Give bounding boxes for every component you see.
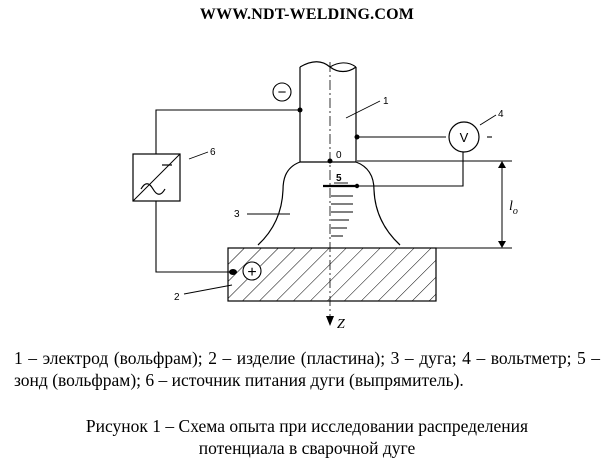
electrode-connection — [297, 107, 303, 113]
minus-polarity-icon — [272, 82, 292, 102]
distance-label: lo — [509, 199, 518, 217]
label-probe: 5 — [336, 173, 342, 184]
svg-text:+: + — [247, 264, 256, 281]
zero-point-dot — [327, 158, 333, 164]
label-electrode: 1 — [383, 96, 389, 107]
probe-connection — [354, 183, 360, 189]
label-arc: 3 — [234, 209, 240, 220]
ac-symbol-icon — [140, 183, 166, 195]
caption-line-1: Рисунок 1 – Схема опыта при исследовании… — [85, 416, 529, 436]
label-workpiece: 2 — [174, 292, 180, 303]
legend-text: 1 – электрод (вольфрам); 2 – изделие (пл… — [14, 348, 600, 390]
probe-scale — [331, 195, 353, 237]
distance-dimension — [357, 160, 512, 249]
wiring — [155, 109, 492, 273]
label-z-axis: Z — [337, 317, 345, 332]
arc-outline — [257, 161, 401, 246]
z-axis-arrow — [326, 316, 334, 326]
plus-polarity-icon — [242, 261, 262, 281]
voltmeter-symbol: V — [460, 130, 469, 145]
leader-lines — [183, 100, 497, 295]
voltmeter-electrode-connection — [354, 134, 360, 140]
site-url-header: WWW.NDT-WELDING.COM — [199, 6, 415, 23]
workpiece-plate — [227, 247, 437, 302]
label-power-source: 6 — [210, 147, 216, 158]
voltmeter — [448, 121, 480, 153]
welding-arc-diagram: − + V lo 1 4 6 3 2 0 5 Z — [132, 61, 518, 332]
label-zero-point: 0 — [336, 150, 342, 161]
figure-caption: Рисунок 1 – Схема опыта при исследовании… — [14, 415, 600, 459]
electrode — [299, 67, 357, 163]
svg-text:−: − — [278, 84, 287, 101]
workpiece-connection — [229, 269, 237, 275]
caption-line-2: потенциала в сварочной дуге — [198, 438, 416, 458]
label-voltmeter: 4 — [498, 109, 504, 120]
